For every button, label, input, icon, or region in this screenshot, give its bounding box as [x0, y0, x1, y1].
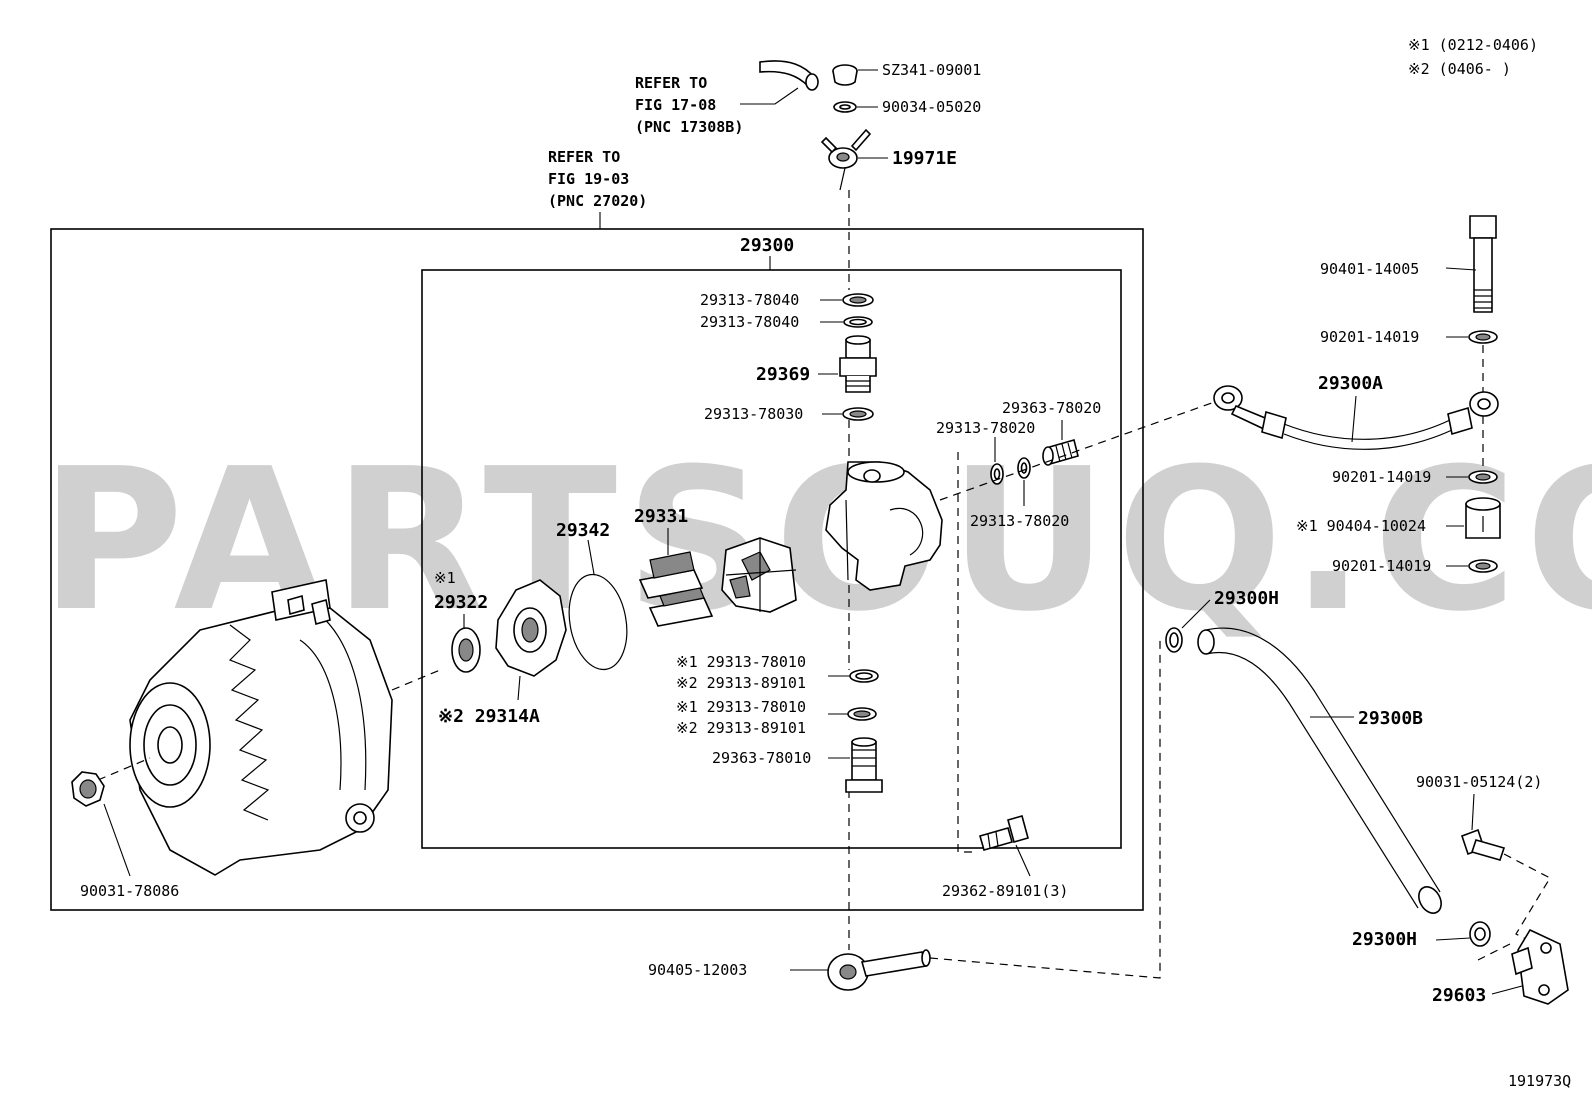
note-2: ※2 (0406- ): [1408, 60, 1511, 78]
pipe-29300a: [1213, 385, 1499, 450]
vanes-29331: [638, 528, 714, 627]
figure-code: 191973Q: [1508, 1072, 1571, 1090]
clamp-29300h-bottom: [1435, 921, 1491, 947]
label-90401-14005: 90401-14005: [1320, 260, 1419, 278]
label-29322: 29322: [434, 592, 488, 613]
label-90201-14019-c: 90201-14019: [1332, 557, 1431, 575]
label-29300: 29300: [740, 235, 794, 256]
spacer-90404-10024: [1446, 497, 1501, 539]
o-ring-29342: [568, 539, 628, 671]
washer-90201-14019-c: [1446, 559, 1498, 573]
label-29300h-top: 29300H: [1214, 588, 1279, 609]
label-90405-12003: 90405-12003: [648, 961, 747, 979]
union-29603: [1491, 928, 1569, 1005]
bolt-29362-89101: [979, 815, 1031, 877]
label-29313-78010-a: ※1 29313-78010: [676, 653, 806, 671]
washer-29313-78030: [822, 407, 874, 421]
washer-90034: [833, 101, 878, 113]
label-90031-78086: 90031-78086: [80, 882, 179, 900]
plate-29314a: [495, 579, 567, 701]
label-29363-78010: 29363-78010: [712, 749, 811, 767]
label-29300h-bottom: 29300H: [1352, 929, 1417, 950]
washer-29313-78010-a: [828, 669, 879, 683]
label-90201-14019-a: 90201-14019: [1320, 328, 1419, 346]
label-90034: 90034-05020: [882, 98, 981, 116]
cap-sz341: [832, 64, 878, 86]
seal-29322: [451, 614, 481, 673]
label-29363-78020: 29363-78020: [1002, 399, 1101, 417]
label-90404-10024: ※1 90404-10024: [1296, 517, 1426, 535]
label-19971e: 19971E: [892, 148, 957, 169]
label-29314a: ※2 29314A: [438, 706, 540, 727]
union-19971e: [820, 128, 888, 191]
svg-text:(PNC 17308B): (PNC 17308B): [635, 118, 743, 136]
refer-fig-19-note: REFER TO FIG 19-03 (PNC 27020): [548, 148, 647, 210]
label-29362-89101: 29362-89101(3): [942, 882, 1068, 900]
washer-29313-78040-b: [820, 316, 873, 328]
label-29313-78010-b: ※1 29313-78010: [676, 698, 806, 716]
note-1: ※1 (0212-0406): [1408, 36, 1538, 54]
svg-text:(PNC 27020): (PNC 27020): [548, 192, 647, 210]
label-29369: 29369: [756, 364, 810, 385]
washer-29313-78020-b: [1017, 457, 1031, 506]
bolt-90031-05124: [1460, 793, 1506, 861]
washer-90201-14019-a: [1446, 330, 1498, 344]
label-29322-mark: ※1: [434, 569, 456, 587]
label-29331: 29331: [634, 506, 688, 527]
alternator: [129, 579, 393, 876]
washer-29313-78040-a: [820, 293, 874, 307]
check-valve-29369: [818, 335, 877, 393]
hose-29300b: [1197, 627, 1442, 914]
svg-text:REFER TO: REFER TO: [548, 148, 620, 166]
washer-90201-14019-b: [1446, 470, 1498, 484]
washer-29313-78010-b: [828, 707, 877, 721]
label-29313-78040-a: 29313-78040: [700, 291, 799, 309]
label-90201-14019-b: 90201-14019: [1332, 468, 1431, 486]
label-29342: 29342: [556, 520, 610, 541]
refer-fig-17-note: REFER TO FIG 17-08 (PNC 17308B): [635, 74, 743, 136]
label-29300b: 29300B: [1358, 708, 1423, 729]
vacuum-hose-part: [740, 60, 819, 105]
bolt-90401-14005: [1445, 215, 1497, 313]
label-29313-78020-b: 29313-78020: [970, 512, 1069, 530]
rotor: [721, 537, 797, 613]
pump-housing: [825, 461, 943, 591]
label-29603: 29603: [1432, 985, 1486, 1006]
union-90405-12003: [790, 949, 931, 991]
union-bolt-29363-78010: [828, 737, 883, 793]
svg-text:FIG 19-03: FIG 19-03: [548, 170, 629, 188]
label-29313-89101-b: ※2 29313-89101: [676, 719, 806, 737]
label-90031-05124: 90031-05124(2): [1416, 773, 1542, 791]
label-29313-78020-a: 29313-78020: [936, 419, 1035, 437]
label-sz341: SZ341-09001: [882, 61, 981, 79]
label-29313-78040-b: 29313-78040: [700, 313, 799, 331]
label-29313-78030: 29313-78030: [704, 405, 803, 423]
label-29313-89101-a: ※2 29313-89101: [676, 674, 806, 692]
union-bolt-29363-78020: [1042, 420, 1079, 466]
nut-90031-78086: [71, 771, 131, 877]
label-29300a: 29300A: [1318, 373, 1383, 394]
inner-pump-box: [421, 269, 1122, 849]
svg-text:REFER TO: REFER TO: [635, 74, 707, 92]
clamp-29300h-top: [1165, 599, 1211, 653]
outer-assembly-box: [50, 228, 1144, 911]
svg-text:FIG 17-08: FIG 17-08: [635, 96, 716, 114]
